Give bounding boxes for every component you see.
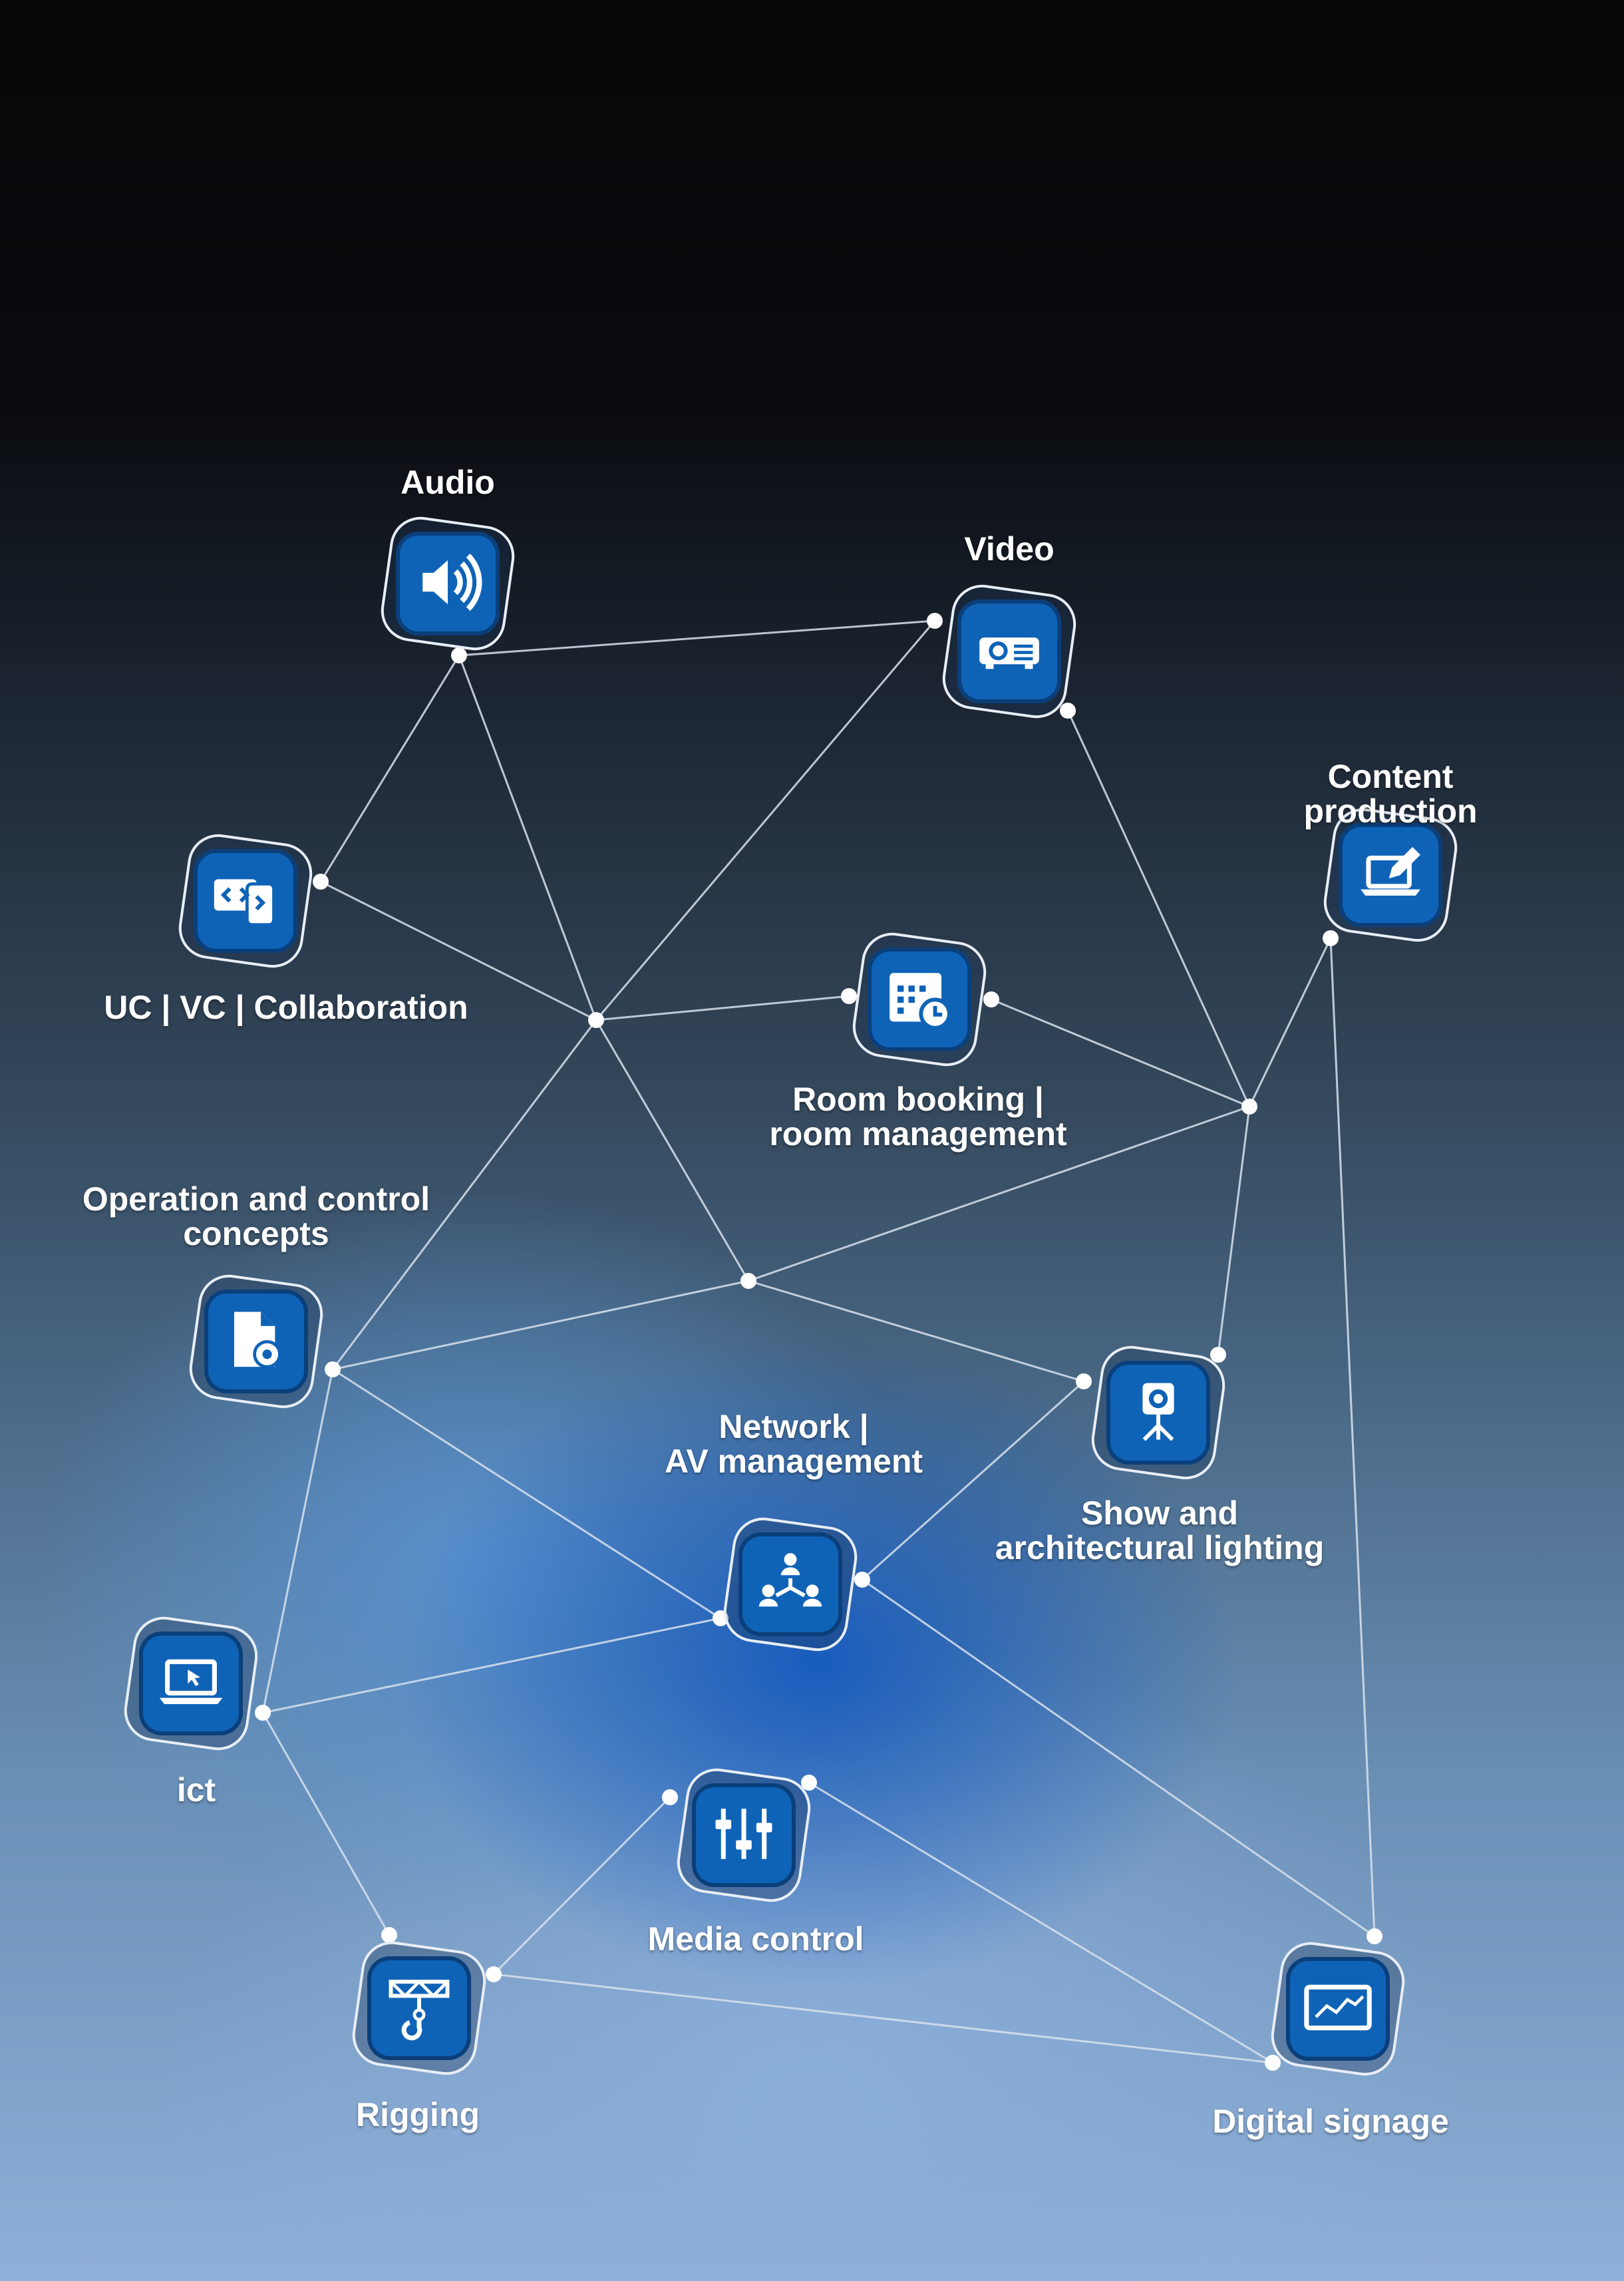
node-digital-signage[interactable] xyxy=(1267,1938,1409,2080)
node-network-av[interactable] xyxy=(719,1513,862,1656)
connection-line xyxy=(862,1578,1375,1938)
connection-line xyxy=(458,655,597,1021)
junction-dot xyxy=(841,988,857,1004)
connection-line xyxy=(458,619,935,657)
junction-dot xyxy=(1323,930,1339,946)
connection-line xyxy=(320,880,597,1021)
node-ict[interactable] xyxy=(120,1612,262,1755)
connection-line xyxy=(332,1280,749,1371)
junction-dot xyxy=(740,1273,756,1289)
node-video[interactable] xyxy=(938,580,1080,723)
connection-line xyxy=(991,998,1250,1108)
junction-dot xyxy=(662,1789,678,1805)
label-video: Video xyxy=(964,530,1055,568)
connection-line xyxy=(595,620,936,1021)
projector-icon xyxy=(970,611,1049,693)
junction-dot xyxy=(381,1927,397,1943)
connection-line xyxy=(1217,1106,1251,1355)
junction-dot xyxy=(313,874,329,890)
node-room-booking[interactable] xyxy=(848,928,991,1071)
node-audio[interactable] xyxy=(377,512,519,655)
connection-line xyxy=(261,1712,391,1936)
junction-dot xyxy=(255,1705,271,1721)
label-digital-signage: Digital signage xyxy=(1212,2103,1449,2140)
connection-line xyxy=(319,655,460,882)
connection-line xyxy=(595,995,850,1021)
label-room-booking: Room booking | room management xyxy=(769,1081,1067,1152)
junction-dot xyxy=(1060,703,1076,719)
label-network-av: Network | AV management xyxy=(664,1408,923,1480)
connection-line xyxy=(748,1280,1084,1383)
connection-line xyxy=(492,1796,671,1976)
junction-dot xyxy=(588,1012,604,1028)
connection-line xyxy=(861,1380,1085,1581)
label-ict: ict xyxy=(176,1771,216,1809)
calendar-clock-icon xyxy=(880,959,959,1041)
node-media-control[interactable] xyxy=(673,1764,815,1906)
junction-dot xyxy=(927,613,943,629)
truss-hook-icon xyxy=(380,1968,458,2049)
node-content-production[interactable] xyxy=(1319,804,1462,946)
junction-dot xyxy=(983,991,999,1007)
connection-line xyxy=(1066,710,1251,1107)
connection-line xyxy=(493,1973,1273,2064)
network-people-icon xyxy=(751,1544,830,1626)
connection-line xyxy=(1329,938,1376,1937)
node-uc-vc-collaboration[interactable] xyxy=(174,830,317,972)
junction-dot xyxy=(451,647,467,663)
junction-dot xyxy=(1210,1347,1226,1363)
devices-icon xyxy=(206,860,285,942)
label-rigging: Rigging xyxy=(355,2096,480,2133)
label-operation-control: Operation and control concepts xyxy=(82,1180,430,1252)
sliders-icon xyxy=(705,1795,783,1876)
label-lighting: Show and architectural lighting xyxy=(995,1494,1325,1566)
connection-line xyxy=(262,1617,721,1714)
junction-dot xyxy=(325,1361,341,1377)
junction-dot xyxy=(486,1966,502,1982)
document-gear-icon xyxy=(217,1301,295,1383)
connection-line xyxy=(808,1781,1273,2064)
label-audio: Audio xyxy=(401,464,495,501)
label-media-control: Media control xyxy=(647,1920,864,1958)
junction-dot xyxy=(713,1610,729,1626)
junction-dot xyxy=(801,1775,817,1791)
laptop-pen-icon xyxy=(1351,834,1430,916)
junction-dot xyxy=(1076,1373,1092,1389)
laptop-cursor-icon xyxy=(152,1643,230,1725)
spotlight-icon xyxy=(1119,1372,1198,1454)
connection-line xyxy=(332,1368,721,1620)
connection-line xyxy=(261,1369,334,1713)
node-lighting[interactable] xyxy=(1087,1341,1229,1484)
connection-line xyxy=(748,1105,1250,1282)
junction-dot xyxy=(1265,2055,1281,2071)
monitor-chart-icon xyxy=(1299,1968,1377,2050)
label-uc-vc-collaboration: UC | VC | Collaboration xyxy=(104,989,468,1026)
connection-line xyxy=(331,1019,597,1370)
junction-dot xyxy=(854,1572,870,1588)
junction-dot xyxy=(1367,1928,1382,1944)
junction-dot xyxy=(1241,1099,1257,1115)
node-operation-control[interactable] xyxy=(185,1270,327,1413)
connection-line xyxy=(595,1019,750,1282)
speaker-icon xyxy=(408,543,487,625)
connection-line xyxy=(1248,938,1332,1107)
node-rigging[interactable] xyxy=(348,1937,490,2079)
label-content-production: Content production xyxy=(1303,758,1478,830)
